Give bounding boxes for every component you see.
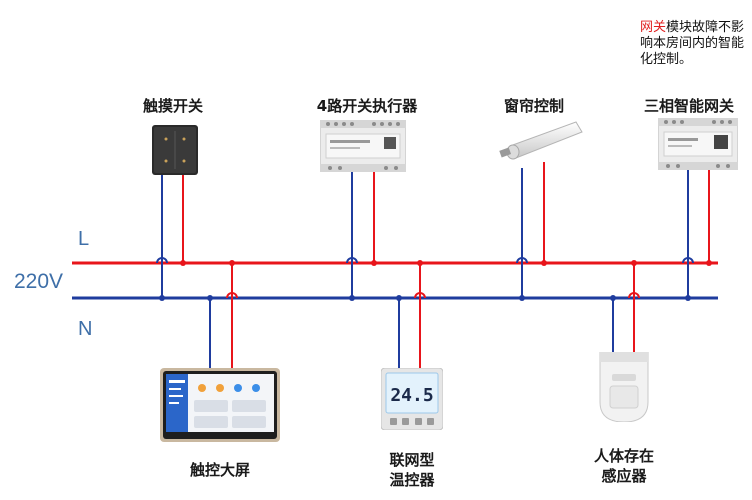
thermostat-display: 24.5	[390, 385, 433, 406]
touch-screen-panel-icon	[160, 368, 280, 442]
curtain-label: 窗帘控制	[503, 97, 564, 115]
touch-switch-panel-icon	[152, 125, 198, 175]
relay-actuator-label: 4路开关执行器	[316, 97, 418, 115]
live-rail-label: L	[78, 228, 90, 250]
touch-switch-label: 触摸开关	[142, 97, 203, 115]
gateway-label: 三相智能网关	[643, 97, 734, 115]
thermostat-label-line1: 联网型	[389, 451, 435, 469]
voltage-label: 220V	[14, 270, 64, 293]
din-rail-gateway-module-icon	[658, 118, 738, 170]
din-rail-relay-module-icon	[320, 120, 406, 172]
thermostat-label-line2: 温控器	[389, 471, 435, 489]
neutral-rail-label: N	[78, 318, 93, 340]
thermostat-icon: 24.5	[381, 368, 443, 430]
note-highlight: 网关	[640, 20, 667, 35]
curtain-motor-tube-icon	[499, 121, 583, 160]
junction-dots-live	[180, 260, 712, 266]
touch-screen-label: 触控大屏	[189, 461, 250, 479]
junction-dots	[159, 295, 691, 301]
crossing-marks	[156, 257, 694, 299]
motion-sensor-label-line2: 感应器	[601, 467, 647, 485]
gateway-note: 网关模块故障不影响本房间内的智能化控制。	[640, 20, 750, 68]
note-text: 模块故障不影响本房间内的智能化控制。	[640, 20, 745, 67]
motion-sensor-label-line1: 人体存在	[593, 447, 654, 465]
presence-sensor-icon	[599, 352, 649, 422]
